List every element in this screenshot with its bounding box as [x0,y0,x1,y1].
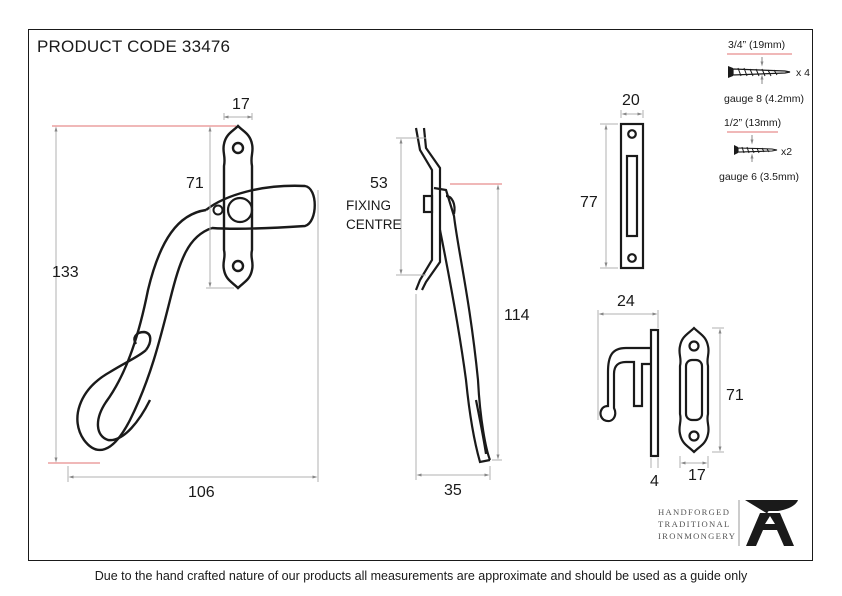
fastener-front-view [76,124,316,451]
dim-catch-plate-width: 17 [688,467,706,484]
dim-catch-thickness: 4 [650,473,659,490]
screw-large-gauge: gauge 8 (4.2mm) [724,93,804,105]
dim-side-length: 114 [504,307,530,324]
centre-label: CENTRE [346,217,402,232]
fixing-label: FIXING [346,198,391,213]
screw-small-length: 1/2” (13mm) [724,117,781,129]
keep-plate-dimensions [600,110,644,269]
dim-keep-width: 20 [622,92,640,109]
drawing-frame [28,29,813,561]
screw-large [727,53,792,84]
dim-catch-plate-height: 71 [726,387,744,404]
dim-overall-width: 106 [188,484,215,501]
catch-dimensions [597,310,724,468]
keep-plate [619,122,645,270]
catch-side-view [599,328,660,458]
fastener-side-view [414,127,492,464]
catch-front-view [678,326,710,454]
main-view-dimensions [48,113,319,482]
screw-large-qty: x 4 [796,67,810,79]
brand-logo: HANDFORGED TRADITIONAL IRONMONGERY [658,500,798,546]
side-view-dimensions [396,137,502,480]
logo-line-3: IRONMONGERY [658,531,736,541]
disclaimer-text: Due to the hand crafted nature of our pr… [94,569,748,583]
screw-small [727,131,778,162]
dim-plate-height: 71 [186,175,204,192]
anvil-logo-icon [745,500,798,546]
logo-line-2: TRADITIONAL [658,519,731,529]
dim-catch-width: 24 [617,293,635,310]
logo-line-1: HANDFORGED [658,507,730,517]
dim-fixing-centre: 53 [370,175,388,192]
dim-side-depth: 35 [444,482,462,499]
screw-small-qty: x2 [781,146,792,158]
screw-large-length: 3/4” (19mm) [728,39,785,51]
product-code-title: PRODUCT CODE 33476 [37,37,231,56]
screw-small-gauge: gauge 6 (3.5mm) [719,171,799,183]
dim-overall-height: 133 [52,264,79,281]
dim-width-top: 17 [232,96,250,113]
dim-keep-height: 77 [580,194,598,211]
